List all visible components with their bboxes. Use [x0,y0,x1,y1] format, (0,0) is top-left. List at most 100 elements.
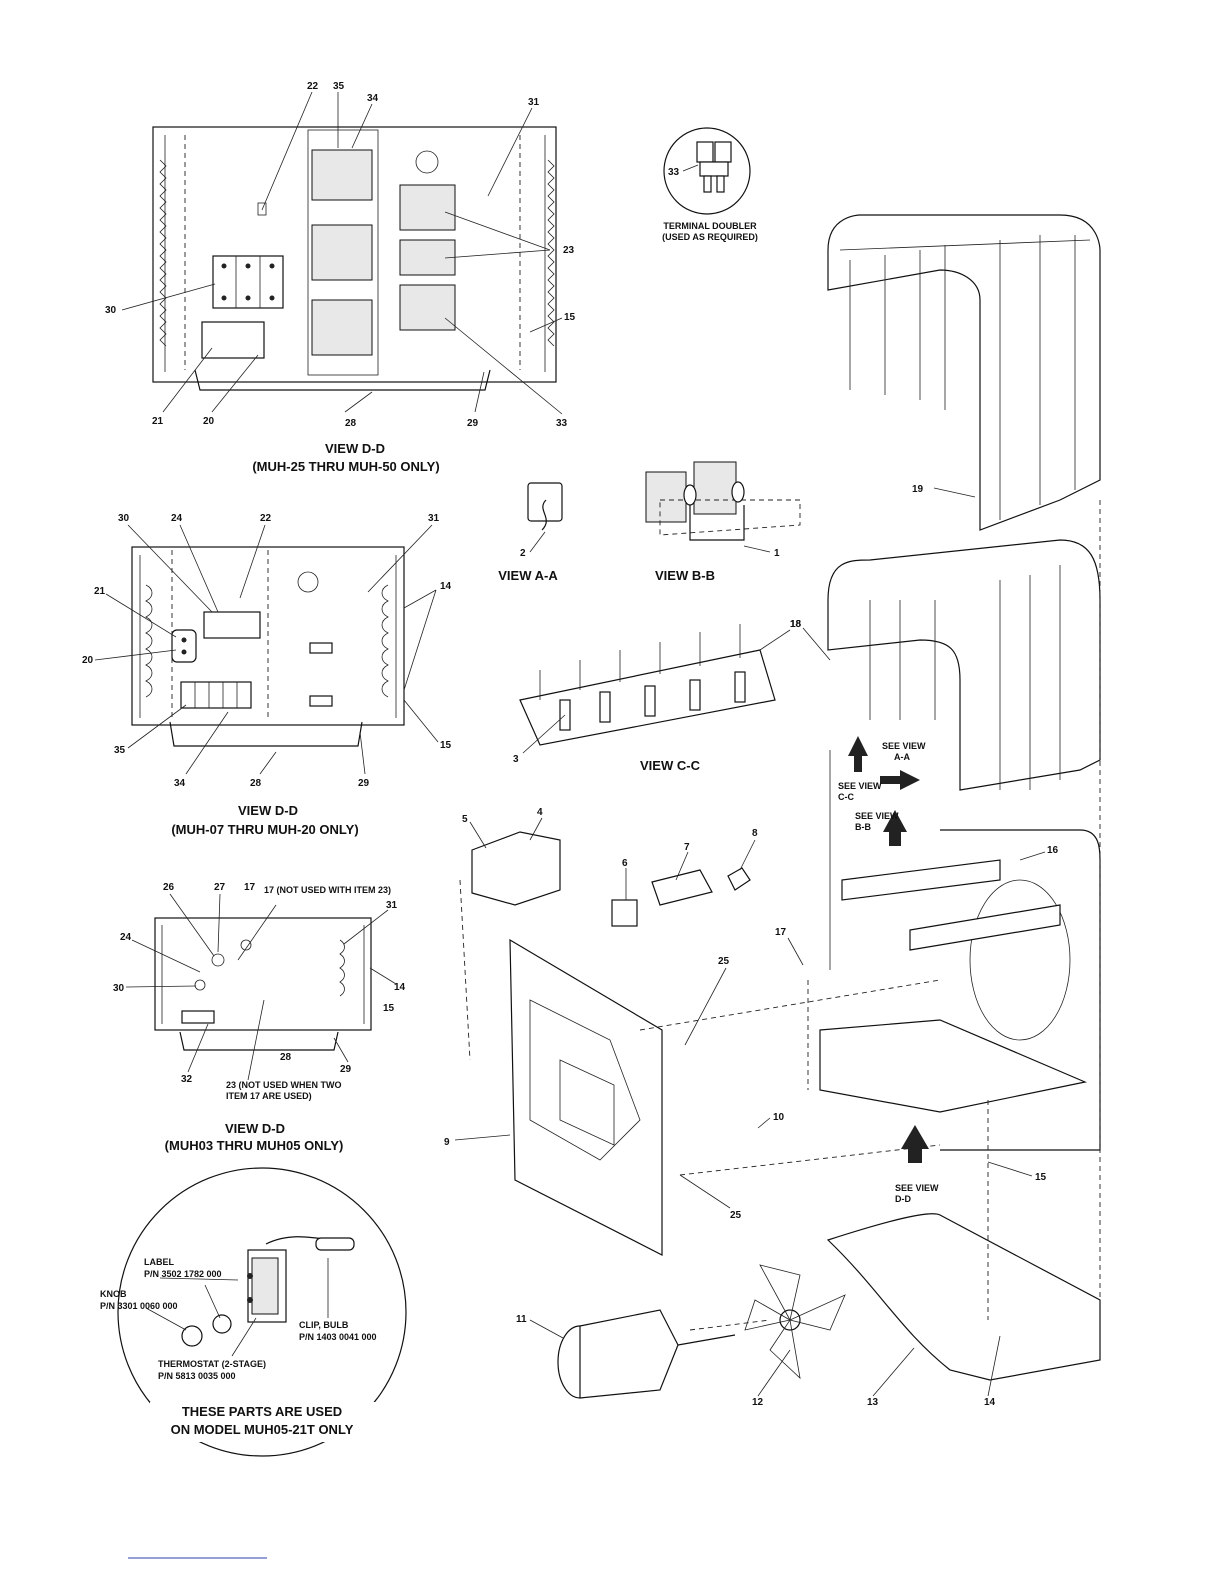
callout-10: 10 [773,1112,785,1123]
callout-14: 14 [394,982,406,993]
terminal-doubler: 33 TERMINAL DOUBLER (USED AS REQUIRED) [662,127,758,242]
callout-35: 35 [114,745,126,756]
callout-33: 33 [556,418,568,429]
callout-18: 18 [790,619,802,630]
view-dd-medium: 30 24 22 31 14 21 20 35 34 28 29 15 VIEW… [82,513,452,837]
view-bb-title: VIEW B-B [655,568,715,583]
callout-18: 18 [790,619,802,630]
see-view-aa-line1: SEE VIEW [882,741,926,751]
view-dd-large: 22 35 34 31 23 30 15 21 20 28 29 33 VIEW… [105,81,576,474]
callout-12: 12 [752,1397,764,1408]
callout-22: 22 [307,81,319,92]
label-part: LABEL [144,1257,174,1267]
see-view-bb-line1: SEE VIEW [855,811,899,821]
view-bb: 1 VIEW B-B [645,461,801,583]
knob-part: KNOB [100,1289,127,1299]
exploded-assembly: 19 18 4 5 6 7 8 16 17 25 9 10 15 25 11 1… [444,214,1101,1408]
clip-bulb-part-number: P/N 1403 0041 000 [299,1332,377,1342]
callout-34: 34 [367,93,379,104]
rear-frame [940,829,1101,1151]
callout-23: 23 [563,245,575,256]
callout-13: 13 [867,1397,879,1408]
callout-29: 29 [358,778,370,789]
heater-element [827,539,1101,791]
clip-bulb-part: CLIP, BULB [299,1320,349,1330]
note-23-line2: ITEM 17 ARE USED) [226,1091,312,1101]
callout-15: 15 [564,312,576,323]
terminal-doubler-note: (USED AS REQUIRED) [662,232,758,242]
thermostat-part-number: P/N 5813 0035 000 [158,1371,236,1381]
front-panel [509,938,663,1256]
callout-32: 32 [181,1074,193,1085]
callout-25-top: 25 [718,956,730,967]
callout-9: 9 [444,1137,450,1148]
callout-2: 2 [520,548,526,559]
view-dd-large-title: VIEW D-D [325,441,385,456]
thermostat-part: THERMOSTAT (2-STAGE) [158,1359,266,1369]
callout-31: 31 [386,900,398,911]
terminal-doubler-label: TERMINAL DOUBLER [663,221,757,231]
callout-15: 15 [1035,1172,1047,1183]
callout-30: 30 [113,983,125,994]
thermostat-inset: LABEL P/N 3502 1782 000 KNOB P/N 3301 00… [100,1167,407,1457]
callout-27: 27 [214,882,226,893]
callout-5: 5 [462,814,468,825]
callout-21: 21 [152,416,164,427]
view-dd-medium-subtitle: (MUH-07 THRU MUH-20 ONLY) [171,822,358,837]
note-23-line1: 23 (NOT USED WHEN TWO [226,1080,342,1090]
callout-17: 17 [775,927,787,938]
callout-7: 7 [684,842,690,853]
callout-31: 31 [428,513,440,524]
callout-24: 24 [120,932,132,943]
view-cc-title: VIEW C-C [640,758,701,773]
see-view-dd-line2: D-D [895,1194,911,1204]
callout-29: 29 [467,418,479,429]
see-view-cc-line1: SEE VIEW [838,781,882,791]
callout-15: 15 [440,740,452,751]
view-dd-small-subtitle: (MUH03 THRU MUH05 ONLY) [165,1138,344,1153]
note-17-not-used: 17 (NOT USED WITH ITEM 23) [264,885,391,895]
callout-28: 28 [250,778,262,789]
callout-29: 29 [340,1064,352,1075]
callout-34: 34 [174,778,186,789]
callout-31: 31 [528,97,540,108]
callout-20: 20 [203,416,215,427]
callout-19: 19 [912,484,924,495]
view-aa: 2 VIEW A-A [498,482,563,583]
callout-15: 15 [383,1003,395,1014]
view-dd-small-title: VIEW D-D [225,1121,285,1136]
see-view-dd-line1: SEE VIEW [895,1183,939,1193]
callout-25-bottom: 25 [730,1210,742,1221]
callout-14: 14 [440,581,452,592]
callout-22: 22 [260,513,272,524]
callout-30: 30 [118,513,130,524]
callout-28: 28 [345,418,357,429]
fan-blade [744,1264,846,1380]
motor [557,1309,736,1399]
callout-11: 11 [516,1314,527,1325]
callout-35: 35 [333,81,345,92]
callout-16: 16 [1047,845,1059,856]
see-view-aa-line2: A-A [894,752,910,762]
view-dd-large-subtitle: (MUH-25 THRU MUH-50 ONLY) [252,459,439,474]
callout-24: 24 [171,513,183,524]
view-cc: 3 18 VIEW C-C [513,619,802,773]
callout-33-doubler: 33 [668,167,680,178]
callout-14: 14 [984,1397,996,1408]
callout-30: 30 [105,305,117,316]
label-part-number: P/N 3502 1782 000 [144,1269,222,1279]
callout-28: 28 [280,1052,292,1063]
view-dd-small: 26 27 17 17 (NOT USED WITH ITEM 23) 31 2… [113,882,406,1153]
callout-26: 26 [163,882,175,893]
callout-17: 17 [244,882,256,893]
knob-part-number: P/N 3301 0060 000 [100,1301,178,1311]
inset-footer-line2: ON MODEL MUH05-21T ONLY [171,1422,354,1437]
callout-3: 3 [513,754,519,765]
see-view-bb-line2: B-B [855,822,871,832]
view-dd-medium-title: VIEW D-D [238,803,298,818]
view-aa-title: VIEW A-A [498,568,558,583]
inset-footer-line1: THESE PARTS ARE USED [182,1404,342,1419]
fan-shroud [969,879,1071,1041]
bottom-shroud [826,1213,1101,1381]
